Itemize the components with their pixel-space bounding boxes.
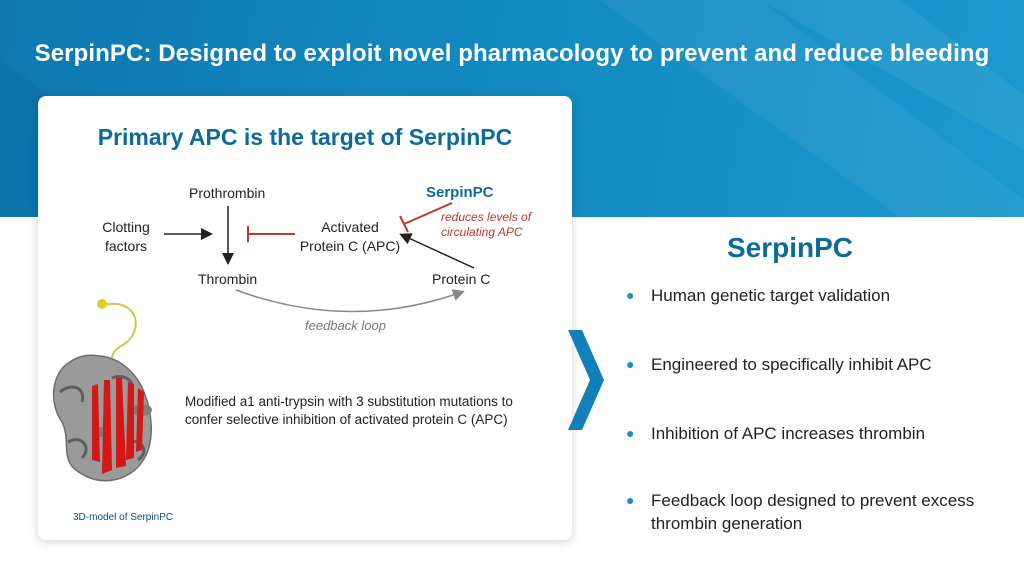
feedback-loop-label: feedback loop (305, 318, 386, 333)
bullet-icon: ● (626, 287, 635, 303)
list-item: ●Inhibition of APC increases thrombin (626, 424, 926, 443)
protein-c-to-apc-arrow (399, 233, 475, 269)
serpinpc-inhibit-line (403, 202, 453, 225)
serpinpc-effect-note: reduces levels of circulating APC (441, 210, 532, 239)
serpinpc-label: SerpinPC (426, 184, 494, 201)
list-item: ●Feedback loop designed to prevent exces… (626, 491, 975, 533)
benefit-list: ●Human genetic target validation ●Engine… (626, 284, 986, 533)
activated-protein-c-label: Activated Protein C (APC) (299, 219, 401, 254)
model-caption: 3D-model of SerpinPC (73, 512, 174, 523)
bullet-icon: ● (626, 425, 635, 441)
chevron-right-icon (568, 330, 604, 430)
protein-3d-model (52, 299, 152, 482)
pathway-diagram (164, 202, 475, 313)
bullet-icon: ● (626, 356, 635, 372)
feedback-loop-arrow (235, 289, 465, 313)
protein-c-label: Protein C (432, 271, 491, 287)
right-panel-title: SerpinPC (726, 232, 854, 263)
slide-title: SerpinPC: Designed to exploit novel phar… (34, 40, 990, 67)
serpinpc-inhibit-bar (399, 215, 409, 233)
prothrombin-label: Prothrombin (189, 185, 266, 201)
thrombin-label: Thrombin (198, 271, 258, 287)
serpinpc-description: Modified a1 anti-trypsin with 3 substitu… (185, 394, 513, 427)
list-item: ●Engineered to specifically inhibit APC (626, 355, 932, 374)
card-title: Primary APC is the target of SerpinPC (97, 124, 513, 150)
list-item: ●Human genetic target validation (626, 286, 891, 305)
clotting-factors-label: Clotting factors (102, 219, 150, 254)
bullet-icon: ● (626, 492, 635, 508)
